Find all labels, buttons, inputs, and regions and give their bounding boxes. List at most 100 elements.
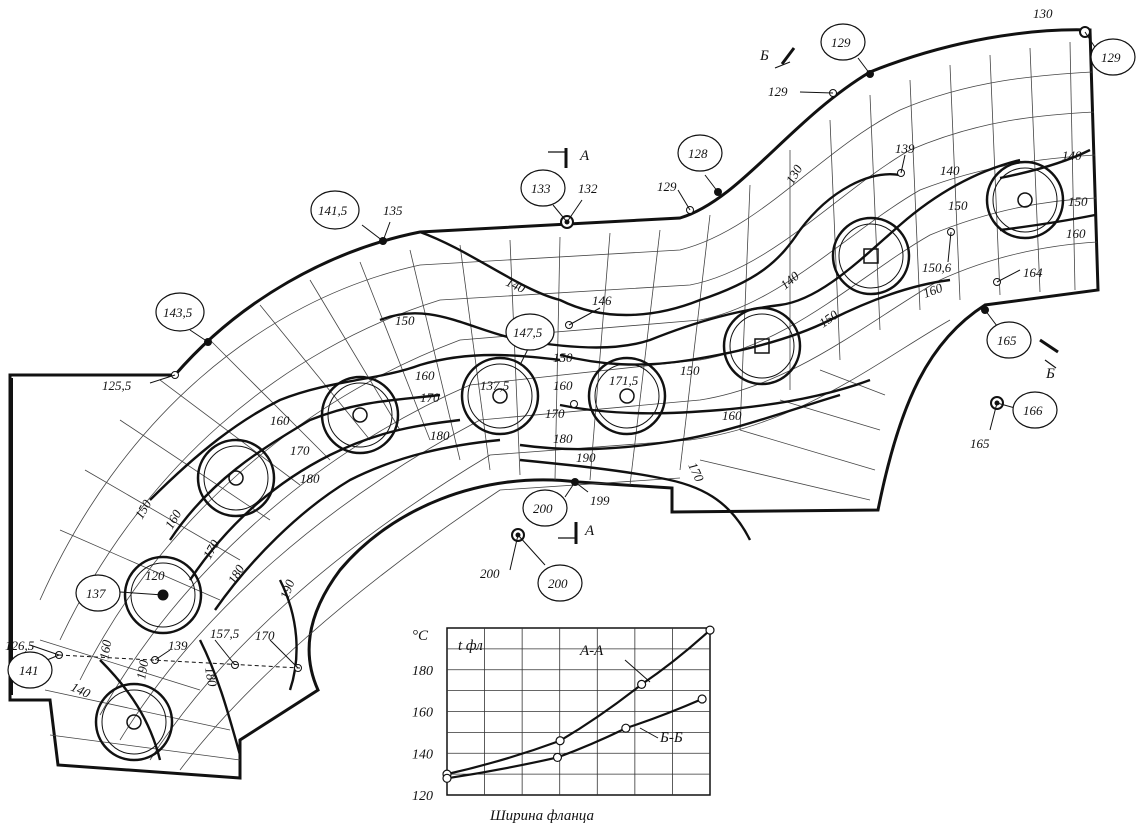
section-a-bottom-label: А xyxy=(584,523,595,539)
iso-170-b: 170 xyxy=(420,390,440,405)
bolt-hole-6 xyxy=(587,356,667,436)
chart-y-ticks: 120 140 160 180 xyxy=(412,664,433,804)
label-132: 132 xyxy=(578,181,598,196)
iso-150-e: 150 xyxy=(816,307,841,331)
chart-ylabel: t фл xyxy=(458,638,483,654)
label-129-left: 129 xyxy=(657,179,677,194)
label-139-top: 139 xyxy=(895,141,915,156)
chart-point xyxy=(705,625,715,635)
iso-150-f: 150 xyxy=(948,198,968,213)
iso-160-d: 160 xyxy=(722,408,742,423)
iso-180-e: 180 xyxy=(202,666,220,688)
iso-140-c: 140 xyxy=(940,163,960,178)
chart-point xyxy=(552,752,563,763)
chart-series: А-А Б-Б xyxy=(442,625,715,783)
chart-series-label-b: Б-Б xyxy=(659,730,683,746)
label-130: 130 xyxy=(1033,6,1053,21)
section-a-bottom: А xyxy=(558,522,595,544)
chart-unit-label: °C xyxy=(412,628,429,644)
chart-xlabel: Ширина фланца xyxy=(489,808,594,824)
label-129-circled: 129 xyxy=(831,35,851,50)
iso-180-d: 180 xyxy=(225,562,248,587)
bolt-holes xyxy=(94,160,1065,762)
chart-series-label-a: А-А xyxy=(579,643,604,659)
chart-ytick-label: 160 xyxy=(412,706,433,721)
label-128: 128 xyxy=(688,146,708,161)
iso-180-c: 180 xyxy=(553,431,573,446)
label-141: 141 xyxy=(19,663,39,678)
bolt-hole-5 xyxy=(460,356,540,436)
circled-labels xyxy=(7,23,1136,689)
chart-point xyxy=(555,736,565,746)
iso-140-d: 140 xyxy=(1062,148,1082,163)
isotherm-labels: 140 150 160 170 180 190 160 170 180 150 … xyxy=(69,148,1088,701)
iso-170-a: 170 xyxy=(290,443,310,458)
bolt-hole-1 xyxy=(94,682,174,762)
chart-point xyxy=(442,773,452,783)
iso-160-c: 160 xyxy=(553,378,573,393)
iso-150-i: 160 xyxy=(96,638,114,660)
iso-170-d: 170 xyxy=(685,460,707,484)
iso-150-c: 150 xyxy=(553,350,573,365)
iso-160-f: 160 xyxy=(1066,226,1086,241)
grid-mesh xyxy=(39,41,1098,771)
iso-150-a: 150 xyxy=(395,313,415,328)
leader-lines xyxy=(29,31,1101,669)
section-a-top-label: А xyxy=(579,148,590,164)
chart-series-line xyxy=(446,697,703,780)
iso-130: 130 xyxy=(783,162,806,187)
label-200-left: 200 xyxy=(480,566,500,581)
label-170-bottom: 170 xyxy=(255,628,275,643)
bolt-hole-8 xyxy=(831,216,911,296)
iso-190-b: 190 xyxy=(576,450,596,465)
label-137: 137 xyxy=(86,586,106,601)
flange-outline xyxy=(8,28,1100,780)
label-171-5: 171,5 xyxy=(609,373,639,388)
chart-series-line xyxy=(446,629,711,776)
point-labels: 130 129 129 129 129 128 133 132 141,5 13… xyxy=(5,6,1121,678)
bolt-hole-4 xyxy=(320,375,400,455)
iso-150-g: 150 xyxy=(1068,194,1088,209)
label-147-5: 147,5 xyxy=(513,325,543,340)
label-165-circled: 165 xyxy=(997,333,1017,348)
label-135: 135 xyxy=(383,203,403,218)
label-200-circled: 200 xyxy=(533,501,553,516)
iso-160-g: 160 xyxy=(162,507,185,532)
label-141-5: 141,5 xyxy=(318,203,348,218)
label-146: 146 xyxy=(592,293,612,308)
chart-ytick-label: 180 xyxy=(412,664,433,679)
section-a-top: А xyxy=(548,148,590,168)
label-166: 166 xyxy=(1023,403,1043,418)
iso-150-d: 150 xyxy=(680,363,700,378)
label-199: 199 xyxy=(590,493,610,508)
iso-160-b: 160 xyxy=(415,368,435,383)
chart-ytick-label: 120 xyxy=(412,789,433,804)
label-126-5: 126,5 xyxy=(5,638,35,653)
section-b-bottom-label: Б xyxy=(1045,366,1055,382)
iso-140-b: 140 xyxy=(777,268,802,292)
label-125-5: 125,5 xyxy=(102,378,132,393)
iso-190-c: 190 xyxy=(133,658,151,680)
section-b-bottom: Б xyxy=(1039,338,1059,382)
section-b-top: Б xyxy=(759,47,796,69)
chart-ytick-label: 140 xyxy=(412,747,433,762)
bolt-hole-3 xyxy=(196,438,276,518)
chart-point xyxy=(621,723,631,733)
bolt-hole-9 xyxy=(985,160,1065,240)
label-164: 164 xyxy=(1023,265,1043,280)
iso-190-a: 190 xyxy=(277,577,298,601)
iso-180-a: 180 xyxy=(300,471,320,486)
label-139-bottom: 139 xyxy=(168,638,188,653)
isotherms xyxy=(99,148,1096,761)
chart-point xyxy=(697,694,707,704)
label-129-circled-right: 129 xyxy=(1101,50,1121,65)
label-157-5: 157,5 xyxy=(210,626,240,641)
label-143-5: 143,5 xyxy=(163,305,193,320)
iso-180-b: 180 xyxy=(430,428,450,443)
flange-temperature-chart: 120 140 160 180 А-А Б-Б °C t фл Ширина фланц… xyxy=(412,625,715,824)
iso-140-e: 140 xyxy=(69,679,93,701)
label-129-open: 129 xyxy=(768,84,788,99)
chart-grid xyxy=(446,627,711,796)
label-120: 120 xyxy=(145,568,165,583)
